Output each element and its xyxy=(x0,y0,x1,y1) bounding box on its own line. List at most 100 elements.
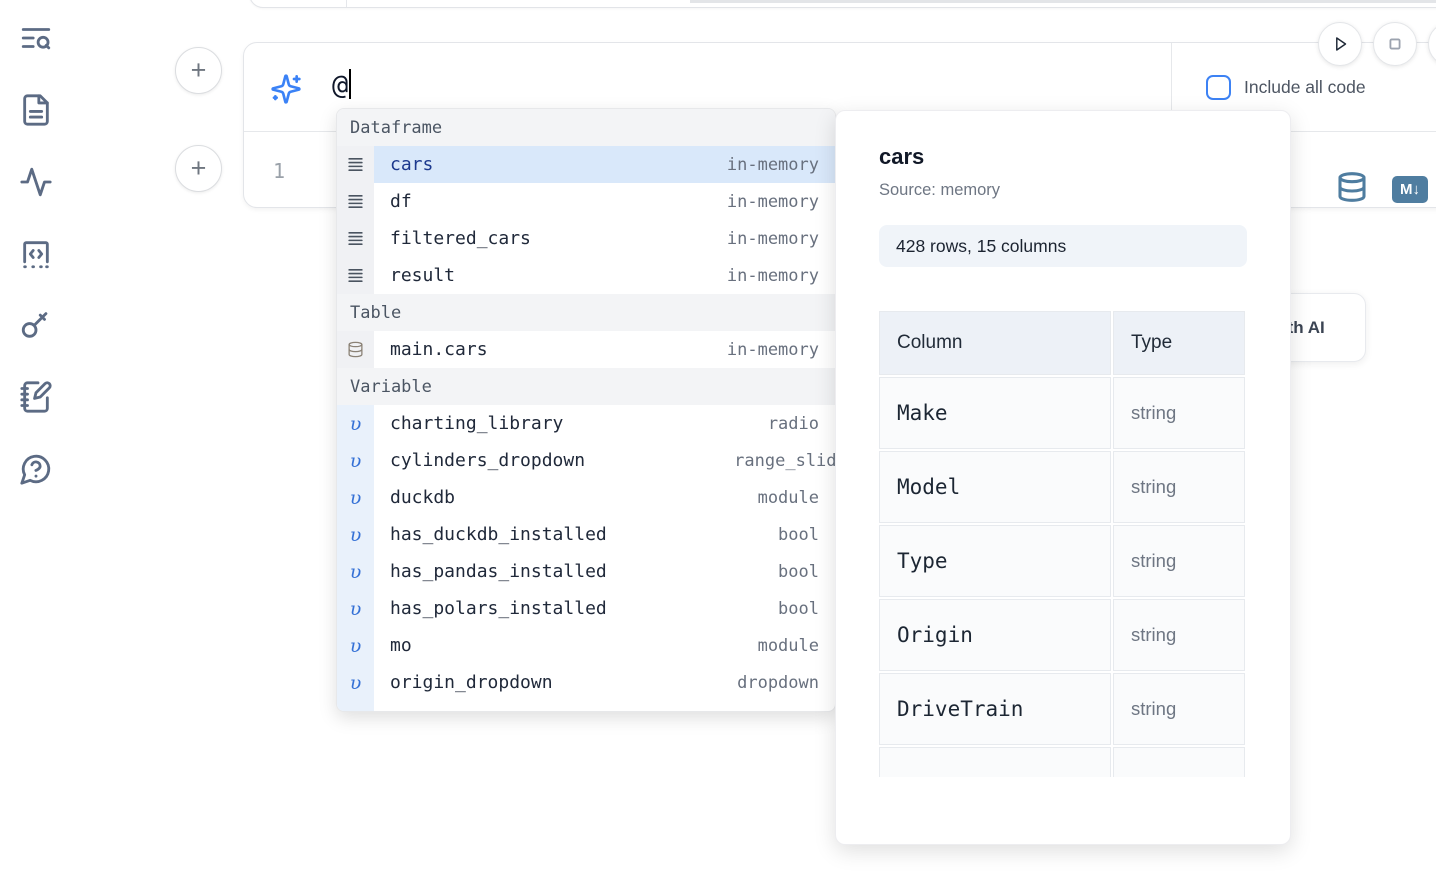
section-header-dataframe: Dataframe xyxy=(337,109,835,146)
item-name: result xyxy=(390,265,456,286)
plus-icon: + xyxy=(190,153,207,183)
run-cell-button[interactable] xyxy=(1318,22,1362,66)
autocomplete-item-df[interactable]: df in-memory xyxy=(337,183,835,220)
sparkles-icon xyxy=(270,73,302,105)
code-editor-row[interactable]: 1 M↓ xyxy=(244,132,1436,207)
autocomplete-item-charting-library[interactable]: υ charting_library radio xyxy=(337,405,835,442)
autocomplete-item-cars[interactable]: cars in-memory xyxy=(337,146,835,183)
item-name: has_polars_installed xyxy=(390,598,607,619)
item-name: filtered_cars xyxy=(390,228,531,249)
include-all-code-checkbox[interactable] xyxy=(1206,75,1231,100)
item-name: df xyxy=(390,191,412,212)
item-type: bool xyxy=(778,561,819,582)
item-type: in-memory xyxy=(726,154,819,175)
item-type: radio xyxy=(767,413,819,434)
line-number: 1 xyxy=(272,158,286,183)
section-header-variable: Variable xyxy=(337,368,835,405)
include-all-code-control[interactable]: Include all code xyxy=(1206,43,1366,132)
item-name: duckdb xyxy=(390,487,456,508)
item-name: main.cars xyxy=(390,339,488,360)
item-type: in-memory xyxy=(726,228,819,249)
item-type: in-memory xyxy=(726,191,819,212)
variable-icon: υ xyxy=(337,701,374,711)
item-type: dropdown xyxy=(737,672,819,693)
item-type: module xyxy=(757,487,819,508)
schema-column-name: Type xyxy=(879,525,1111,597)
autocomplete-dropdown: Dataframe cars in-memory df in-memory filt… xyxy=(336,108,836,712)
markdown-icon[interactable]: M↓ xyxy=(1392,176,1428,203)
schema-column-type: string xyxy=(1113,377,1245,449)
schema-column-type: string xyxy=(1113,599,1245,671)
help-chat-icon[interactable] xyxy=(19,452,53,486)
item-name: cylinders_dropdown xyxy=(390,450,586,471)
dataframe-rows-icon xyxy=(337,146,374,183)
variable-icon: υ xyxy=(337,627,374,664)
dataframe-rows-icon xyxy=(337,183,374,220)
autocomplete-item-duckdb[interactable]: υ duckdb module xyxy=(337,479,835,516)
file-text-icon[interactable] xyxy=(19,93,53,127)
schema-column-name: Model xyxy=(879,451,1111,523)
table-database-icon xyxy=(337,331,374,368)
item-type: bool xyxy=(778,524,819,545)
ai-prompt-value: @ xyxy=(332,70,349,101)
variable-icon: υ xyxy=(337,479,374,516)
stop-icon xyxy=(1389,38,1401,50)
plus-icon: + xyxy=(190,55,207,85)
autocomplete-item-has-pandas-installed[interactable]: υ has_pandas_installed bool xyxy=(337,553,835,590)
text-search-icon[interactable] xyxy=(19,21,53,55)
stop-button[interactable] xyxy=(1373,22,1417,66)
item-name: charting_library xyxy=(390,413,564,434)
type-header: Type xyxy=(1113,311,1245,375)
autocomplete-item-filtered-cars[interactable]: filtered_cars in-memory xyxy=(337,220,835,257)
autocomplete-item-origin-dropdown[interactable]: υ origin_dropdown dropdown xyxy=(337,664,835,701)
ai-row-divider xyxy=(1171,43,1172,131)
schema-column-type: string xyxy=(1113,451,1245,523)
schema-table: Column Type Make string Model string Typ… xyxy=(879,311,1247,777)
dataframe-rows-icon xyxy=(337,257,374,294)
variable-icon: υ xyxy=(337,553,374,590)
add-cell-above-button[interactable]: + xyxy=(175,47,222,94)
item-type: module xyxy=(758,710,819,712)
variable-icon: υ xyxy=(337,442,374,479)
item-type: in-memory xyxy=(726,265,819,286)
item-name: pandas xyxy=(390,709,758,711)
item-name: has_duckdb_installed xyxy=(390,524,607,545)
schema-column-type: string xyxy=(1113,673,1245,745)
shape-badge: 428 rows, 15 columns xyxy=(879,225,1247,267)
previous-cell-border xyxy=(690,0,1436,3)
schema-column-name: DriveTrain xyxy=(879,673,1111,745)
variable-icon: υ xyxy=(337,590,374,627)
notebook-pen-icon[interactable] xyxy=(19,380,53,414)
key-icon[interactable] xyxy=(19,308,53,342)
schema-column-type-partial xyxy=(1113,747,1245,777)
database-icon[interactable] xyxy=(1336,171,1368,203)
column-header: Column xyxy=(879,311,1111,375)
dataframe-rows-icon xyxy=(337,220,374,257)
item-name: has_pandas_installed xyxy=(390,561,607,582)
autocomplete-item-pandas[interactable]: υ pandasmodule xyxy=(337,701,835,712)
preview-title: cars xyxy=(879,144,925,169)
code-snippets-icon[interactable] xyxy=(19,237,53,271)
autocomplete-item-result[interactable]: result in-memory xyxy=(337,257,835,294)
variable-icon: υ xyxy=(337,405,374,442)
item-type: bool xyxy=(778,598,819,619)
autocomplete-item-main-cars[interactable]: main.cars in-memory xyxy=(337,331,835,368)
ai-prompt-input[interactable]: @ xyxy=(332,69,352,101)
item-name: origin_dropdown xyxy=(390,672,553,693)
section-header-table: Table xyxy=(337,294,835,331)
variable-icon: υ xyxy=(337,664,374,701)
schema-column-name-partial xyxy=(879,747,1111,777)
autocomplete-item-has-polars-installed[interactable]: υ has_polars_installed bool xyxy=(337,590,835,627)
autocomplete-item-cylinders-dropdown[interactable]: υ cylinders_dropdown range_slider xyxy=(337,442,835,479)
dataframe-preview-panel: cars Source: memory 428 rows, 15 columns… xyxy=(835,110,1291,845)
previous-cell-divider xyxy=(346,0,347,7)
item-name: cars xyxy=(390,154,434,175)
activity-icon[interactable] xyxy=(19,165,53,199)
play-icon xyxy=(1336,37,1347,51)
schema-column-name: Make xyxy=(879,377,1111,449)
item-type: in-memory xyxy=(726,339,819,360)
item-type: range_slider xyxy=(734,450,836,471)
add-cell-below-button[interactable]: + xyxy=(175,145,222,192)
